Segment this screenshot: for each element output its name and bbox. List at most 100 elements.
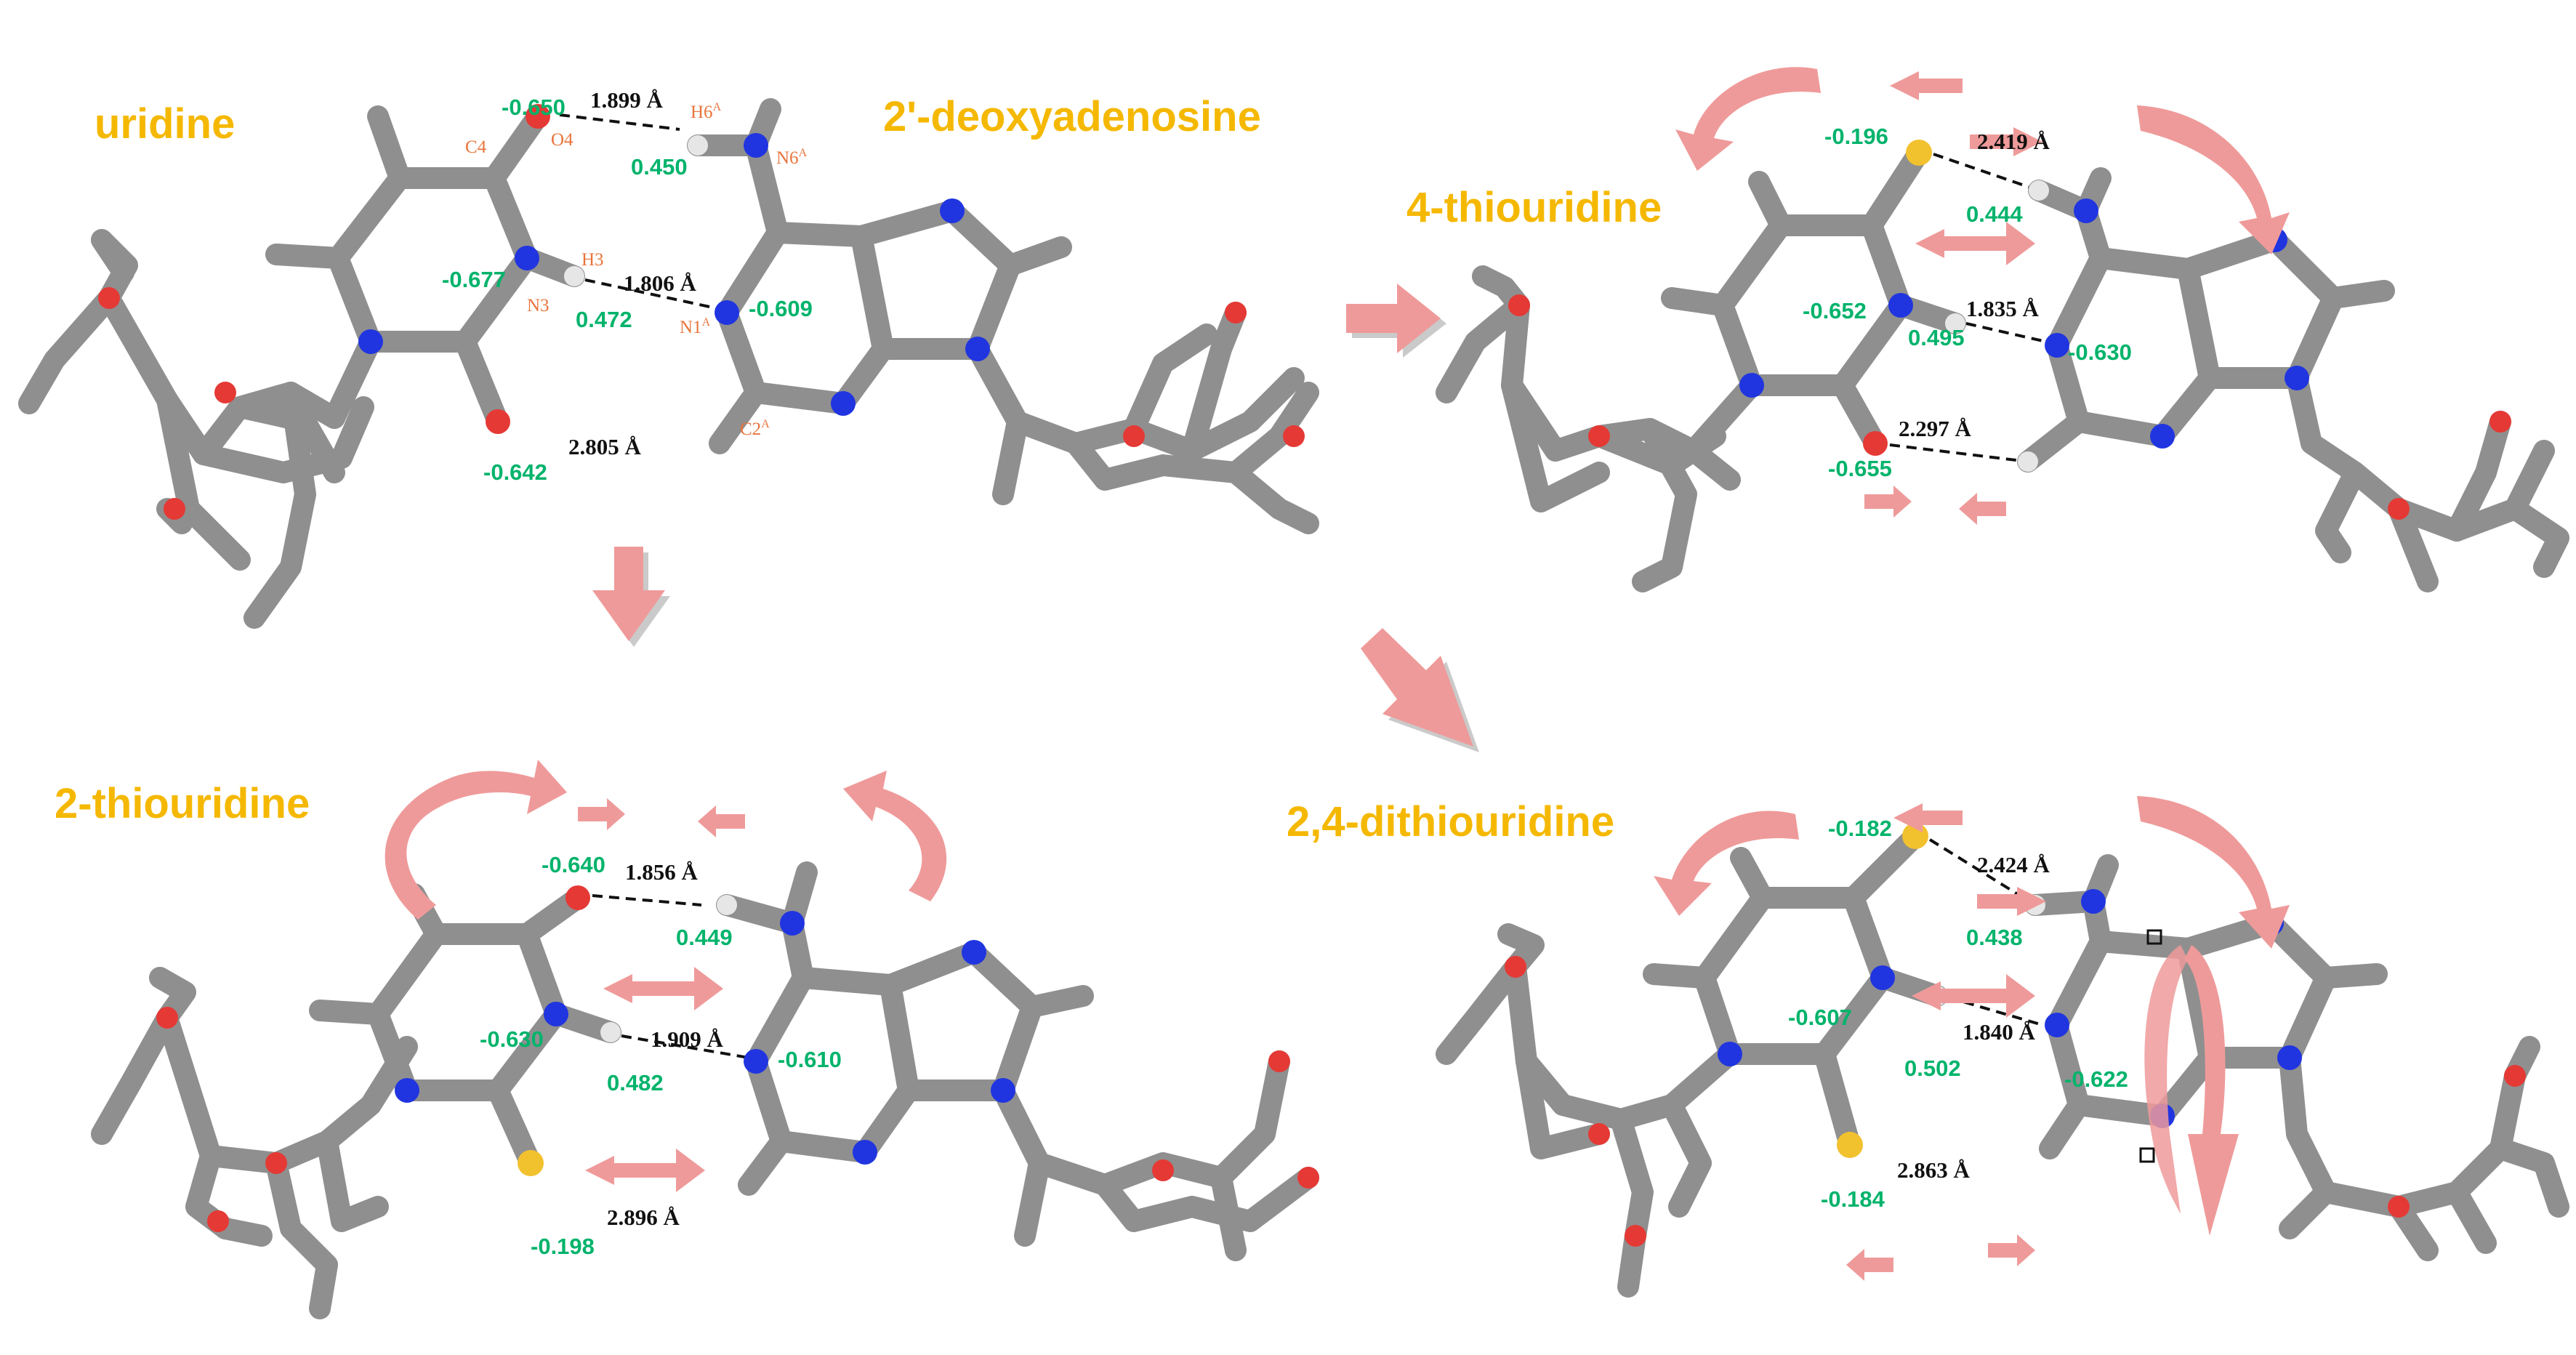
atom-o5a-dithio: [2504, 1065, 2526, 1087]
atom-n7a: [940, 198, 965, 223]
label-c4: C4: [465, 137, 487, 157]
distance-s2-c2-dithio: 2.863 Å: [1897, 1157, 1971, 1183]
charge-h6: 0.450: [631, 154, 688, 180]
charge-h6-thio2: 0.449: [676, 925, 733, 950]
charge-s2-thio2: -0.198: [531, 1234, 595, 1259]
thio4-uridine-molecule: [1436, 140, 2047, 592]
title-deoxyadenosine: 2'-deoxyadenosine: [883, 93, 1261, 140]
hbond-h3-n1-thio4: [1965, 322, 2047, 343]
atom-n1a: [715, 300, 739, 325]
dithio-arrows: [1654, 796, 2290, 1281]
atom-o5: [98, 287, 120, 309]
atom-n6a-thio4: [2074, 198, 2098, 223]
atom-n3-thio4: [1888, 293, 1913, 318]
atom-h6a: [688, 135, 708, 156]
atom-n6a-dithio: [2081, 889, 2106, 914]
charge-h3-dithio: 0.502: [1904, 1056, 1961, 1081]
atom-n1a-thio2: [744, 1049, 768, 1074]
marker-c5-dithio: [2146, 929, 2162, 945]
uridine-molecule: [18, 104, 720, 629]
atom-o4-thio2: [565, 885, 590, 910]
atom-o2: [486, 409, 510, 434]
distance-h3-n1-dithio: 1.840 Å: [1963, 1019, 2036, 1045]
label-o4: O4: [551, 130, 573, 150]
atom-n6a-thio2: [780, 911, 805, 936]
atom-n6a: [744, 133, 768, 158]
hbond-o4-h6: [559, 113, 680, 131]
atom-o5-thio2: [156, 1007, 178, 1029]
atom-o3-thio2: [207, 1210, 229, 1232]
label-n3: N3: [527, 296, 550, 315]
charge-n1-thio4: -0.630: [2068, 339, 2132, 365]
panel-uridine: uridine 2'-deoxyadenosine C4 O4 N3 H3 H6…: [18, 87, 1319, 629]
charge-o2-thio4: -0.655: [1828, 456, 1892, 481]
atom-h3-thio2: [600, 1022, 621, 1042]
label-n6a: N6A: [776, 147, 808, 168]
atom-n1u-thio2: [395, 1078, 419, 1103]
atom-n3a-thio2: [853, 1140, 877, 1165]
charge-o4: -0.650: [502, 95, 565, 120]
atom-o4: [526, 104, 550, 129]
distance-o2-c2: 2.805 Å: [568, 434, 642, 459]
title-uridine: uridine: [94, 100, 235, 148]
charge-h6-dithio: 0.438: [1966, 925, 2023, 950]
atom-h3: [564, 266, 584, 286]
distance-o4-h6: 1.899 Å: [590, 87, 664, 113]
panel-thio2: 2-thiouridine -0.640 0.449 -0.630 0.482 …: [55, 760, 1319, 1319]
distance-o4-h6-thio2: 1.856 Å: [625, 859, 699, 885]
thio4-arrows: [1675, 67, 2290, 525]
label-h6a: H6A: [691, 101, 722, 122]
charge-s4-thio4: -0.196: [1824, 124, 1888, 149]
deoxyadenosine-molecule: [687, 98, 1319, 534]
title-thio4: 4-thiouridine: [1406, 184, 1662, 231]
atom-n9a-thio4: [2285, 366, 2309, 390]
charge-n1-thio2: -0.610: [778, 1047, 842, 1072]
atom-s4-thio4: [1906, 140, 1932, 166]
atom-o4a-thio4: [2388, 498, 2410, 520]
distance-o2-h2-thio4: 2.297 Å: [1899, 416, 1972, 441]
atom-n1u-dithio: [1718, 1042, 1742, 1066]
charge-n1: -0.609: [749, 296, 813, 321]
atom-n3-dithio: [1870, 965, 1895, 990]
atom-o4s-thio2: [265, 1152, 287, 1174]
dithio-adenosine-molecule: [2024, 854, 2569, 1261]
distance-s4-h6-dithio: 2.424 Å: [1977, 852, 2050, 877]
label-c2a: C2A: [740, 418, 770, 439]
atom-h6a-thio2: [717, 895, 737, 915]
hbond-h3-n1-thio2: [621, 1034, 749, 1059]
atom-n1a-thio4: [2045, 333, 2069, 358]
arrow-to-dithio: [1361, 628, 1479, 752]
atom-n1u-thio4: [1739, 373, 1764, 398]
atom-n1a-dithio: [2045, 1013, 2069, 1037]
atom-o3-dithio: [1625, 1225, 1646, 1247]
charge-n1-dithio: -0.622: [2064, 1066, 2128, 1092]
hbond-s4-h6-thio4: [1933, 153, 2040, 192]
atom-o5a-thio2: [1268, 1050, 1290, 1072]
atom-o4-sugar: [214, 382, 236, 403]
atom-s2-thio2: [518, 1150, 544, 1176]
hbond-h3-n1: [584, 278, 720, 310]
charge-n3-dithio: -0.607: [1788, 1005, 1852, 1030]
thio4-adenosine-molecule: [2017, 167, 2569, 592]
atom-o3a-thio2: [1297, 1167, 1319, 1189]
atom-n3: [515, 246, 539, 270]
charge-o2: -0.642: [483, 459, 547, 485]
hbond-o4-h6-thio2: [592, 894, 702, 906]
charge-n3-thio2: -0.630: [480, 1026, 544, 1052]
atom-n3a: [831, 391, 856, 416]
atom-o4s-dithio: [1588, 1123, 1610, 1145]
atom-n9a-thio2: [991, 1078, 1015, 1103]
atom-h2a-thio4: [2018, 451, 2038, 472]
arrow-to-thio4: [1346, 284, 1446, 358]
thio2-uridine-molecule: [91, 883, 749, 1319]
atom-o3a: [1283, 425, 1305, 447]
panel-dithio: 2,4-dithiouridine -0.182 0.438 -0.607 0.…: [1287, 796, 2569, 1298]
atom-n9a: [965, 337, 990, 361]
atom-n3a-thio4: [2150, 424, 2175, 449]
atom-o5-thio4: [1508, 294, 1530, 316]
panel-thio4: 4-thiouridine -0.196 0.444 -0.652 0.495 …: [1406, 67, 2569, 592]
atom-n1-uridine: [358, 329, 383, 354]
charge-s4-dithio: -0.182: [1828, 816, 1892, 841]
atom-n7a-thio2: [962, 940, 986, 965]
